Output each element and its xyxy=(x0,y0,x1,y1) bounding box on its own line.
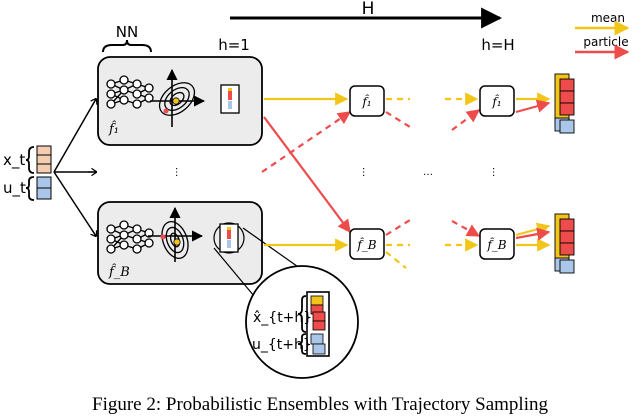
svg-text:…: … xyxy=(173,167,184,177)
final-output-stack-bottom xyxy=(554,213,575,274)
svg-text:…: … xyxy=(423,167,433,178)
h-first-label: h=1 xyxy=(218,36,250,54)
gaussian-contour-icon xyxy=(148,206,204,262)
particle-paths xyxy=(261,99,551,241)
model-box-top-h1: f̂₁ xyxy=(349,85,385,117)
output-vector-top xyxy=(220,84,240,114)
figure-caption: Figure 2: Probabilistic Ensembles with T… xyxy=(92,394,548,415)
svg-text:f̂₁: f̂₁ xyxy=(361,93,371,109)
pets-diagram: H mean particle NN h=1 h=H x_t u_t f̂₁ xyxy=(3,0,630,379)
legend-particle-label: particle xyxy=(583,35,628,49)
input-vector: x_t u_t xyxy=(3,145,52,201)
zoom-state-label: x̂_{t+h} xyxy=(253,310,312,326)
mean-paths xyxy=(264,92,551,269)
svg-text:…: … xyxy=(490,167,501,177)
nn-label: NN xyxy=(116,23,138,41)
legend: mean particle xyxy=(575,11,630,60)
model-box-bottom-h1: f̂_B xyxy=(349,228,385,260)
output-vector-bottom xyxy=(213,222,245,254)
horizon-label: H xyxy=(362,0,375,19)
legend-mean-label: mean xyxy=(591,11,625,25)
zoom-action-label: u_{t+h} xyxy=(252,337,312,353)
neural-net-icon xyxy=(106,220,154,254)
svg-text:…: … xyxy=(360,167,371,177)
input-branches xyxy=(53,99,96,236)
ensemble-bottom-label: f̂_B xyxy=(108,263,130,280)
ensemble-top-label: f̂₁ xyxy=(108,120,119,137)
model-box-top-hH: f̂₁ xyxy=(479,85,515,117)
neural-net-icon xyxy=(106,75,154,109)
svg-text:f̂₁: f̂₁ xyxy=(491,93,501,109)
nn-bracket: NN xyxy=(102,23,152,53)
input-action-label: u_t xyxy=(3,179,26,198)
input-state-label: x_t xyxy=(3,151,25,170)
horizon-arrow: H xyxy=(230,0,503,29)
h-last-label: h=H xyxy=(481,36,514,54)
final-output-stack-top xyxy=(554,73,575,134)
svg-text:f̂_B: f̂_B xyxy=(356,236,376,252)
zoom-callout: x̂_{t+h} u_{t+h} xyxy=(213,227,359,379)
model-box-bottom-hH: f̂_B xyxy=(479,228,515,260)
gaussian-contour-icon xyxy=(150,68,206,127)
svg-text:f̂_B: f̂_B xyxy=(486,236,506,252)
ellipsis-marks: … … … … xyxy=(173,167,501,178)
